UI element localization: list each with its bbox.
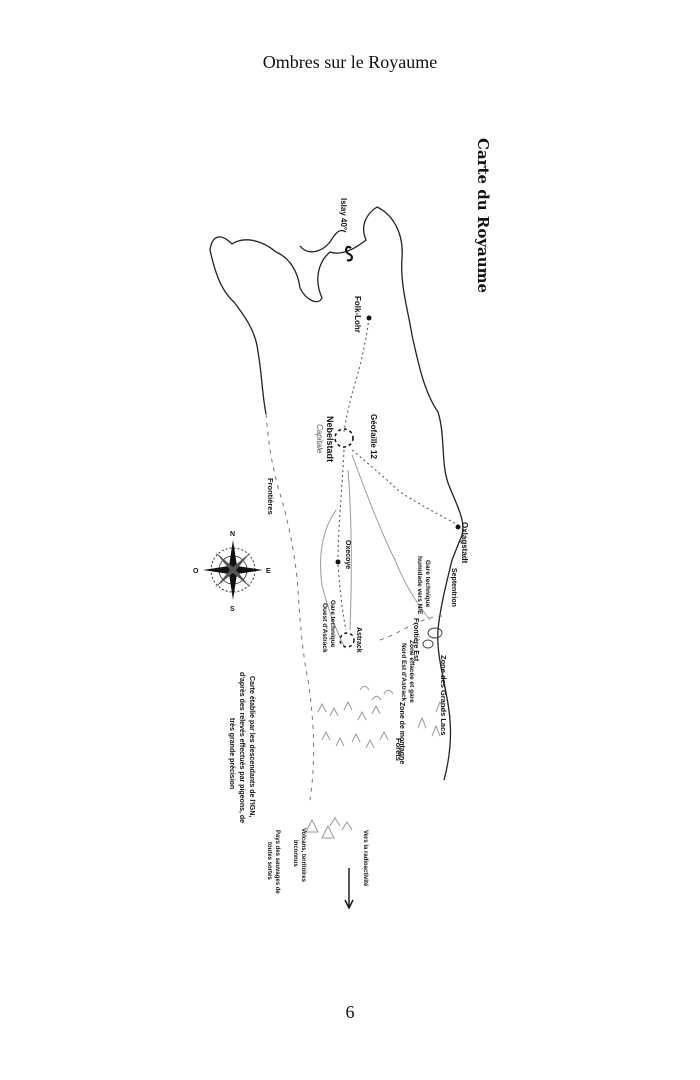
compass-south: S — [230, 606, 235, 613]
nebelstadt-marker — [334, 428, 354, 448]
page-header: Ombres sur le Royaume — [262, 52, 438, 72]
folk-lohr-marker — [366, 315, 372, 321]
islay-marker — [345, 245, 353, 262]
label-pays-sauvages: Pays des sauvages de — [274, 830, 280, 894]
label-gare-nord: Gare technique — [424, 560, 431, 608]
east-frontier-line — [379, 615, 445, 641]
oxlagstadt-marker — [455, 524, 461, 530]
road-west — [320, 509, 346, 649]
inlet — [299, 229, 347, 253]
label-gare-ouest: Gare technique — [329, 600, 336, 648]
caption-line-1: Carte établie par les descendants de l'I… — [248, 676, 255, 817]
rail-folk-nebelstadt — [343, 317, 370, 433]
page-number: 6 — [345, 1002, 355, 1022]
label-septentrion: Septentrion — [450, 568, 457, 607]
label-volcans: Volcans, territoires — [300, 828, 306, 883]
label-radioactivite: Vers la radioactivité — [362, 830, 368, 887]
lake-2 — [422, 639, 434, 649]
compass-rose: N S E O — [193, 531, 271, 613]
label-frontiere-est: Frontière Est — [412, 618, 419, 662]
volcano-sketches — [305, 817, 353, 839]
road-south — [347, 469, 352, 631]
label-gare-nord-2: humidade vers N/E — [416, 556, 423, 615]
rail-nebelstadt-oxecoye — [337, 449, 345, 561]
frontier-line — [265, 413, 315, 801]
mountain-sketches — [317, 700, 445, 749]
label-zone-grands-lacs: Zone des Grands Lacs — [439, 655, 448, 735]
compass-west: O — [193, 568, 199, 575]
label-zone-effacee-2: Nord Est d'Astrack — [400, 643, 407, 702]
label-geofaille: Géofaille 12 — [369, 414, 378, 459]
coastline — [209, 206, 464, 781]
label-oxecoye: Oxecoye — [344, 540, 351, 569]
label-islay: Islay 40° — [339, 198, 348, 230]
label-frontieres: Frontières — [266, 478, 275, 515]
label-zone-effacee: Zone effacée et gare — [408, 640, 415, 703]
caption-line-3: très grande précision — [228, 718, 235, 789]
radioactivity-arrowhead — [344, 899, 354, 910]
astrack-marker — [339, 632, 355, 648]
compass-east: E — [266, 568, 271, 575]
lake-1 — [427, 627, 443, 639]
label-pays-sauvages-2: toutes sortes — [266, 842, 272, 880]
rail-oxecoye-astrack — [337, 564, 347, 631]
map-title: Carte du Royaume — [474, 138, 492, 293]
label-volcans-2: inconnus — [292, 840, 298, 867]
label-folk-lohr: Folk-Lohr — [353, 296, 362, 333]
road-east — [351, 454, 431, 621]
rail-nebelstadt-oxlagstadt — [351, 449, 459, 526]
label-capitale: Capitale — [315, 424, 324, 454]
label-zone-montagnes: Zone de montagne — [398, 702, 405, 764]
compass-north: N — [230, 531, 235, 538]
label-forets: Forêts — [394, 738, 403, 761]
caption-line-2: d'après des relevés effectués par pigeon… — [238, 672, 245, 823]
label-oxlagstadt: Oxlagstadt — [460, 522, 469, 564]
label-gare-ouest-2: Ouest d'Astrack — [321, 603, 328, 653]
forest-sketches — [359, 685, 394, 701]
label-astrack: Astrack — [355, 627, 362, 653]
oxecoye-marker — [335, 559, 341, 565]
label-nebelstadt: Nebelstadt — [325, 416, 335, 462]
